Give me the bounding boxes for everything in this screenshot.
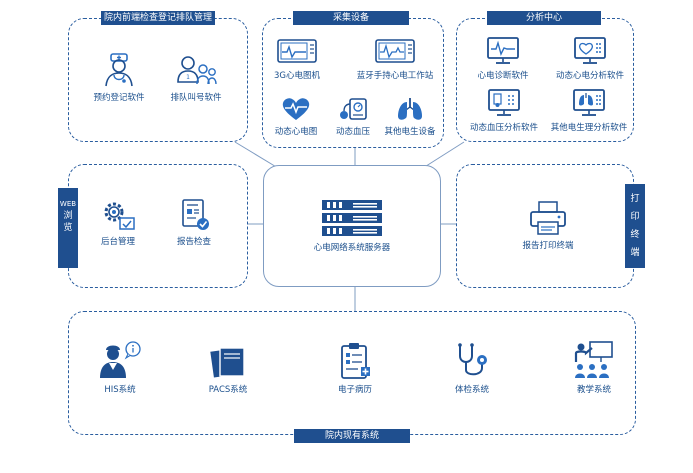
web-group — [68, 164, 248, 288]
analysis-item-abpm-analysis[interactable]: 动态血压分析软件 — [466, 88, 542, 133]
handheld-ecg-icon — [375, 39, 415, 63]
registration-title: 院内前端检查登记排队管理 — [101, 11, 215, 25]
acquisition-title: 采集设备 — [293, 11, 409, 25]
hospital-item-emr[interactable]: 电子病历 — [326, 342, 384, 395]
ecg-diagnosis-icon — [487, 37, 519, 64]
hospital-item-label: 电子病历 — [337, 385, 372, 395]
print-item-label: 报告打印终端 — [522, 241, 574, 251]
acquisition-item-other-devices[interactable]: 其他电生设备 — [378, 96, 442, 137]
analysis-item-label: 心电诊断软件 — [477, 71, 529, 81]
hospital-item-physical-exam[interactable]: 体检系统 — [444, 342, 500, 395]
analysis-item-label: 动态血压分析软件 — [469, 123, 538, 133]
films-icon — [210, 347, 245, 378]
hospital-item-label: PACS系统 — [208, 385, 248, 395]
hospital-item-label: 体检系统 — [454, 385, 489, 395]
server-label: 心电网络系统服务器 — [313, 243, 391, 253]
analysis-item-holter-analysis[interactable]: 动态心电分析软件 — [548, 36, 632, 81]
registration-item-queue[interactable]: 1 排队叫号软件 — [158, 52, 234, 103]
doctor-info-icon — [100, 341, 141, 378]
print-tag: 打 印 终 端 — [625, 184, 645, 268]
queue-people-icon: 1 — [177, 56, 217, 85]
analysis-item-ecg-diagnosis[interactable]: 心电诊断软件 — [468, 36, 538, 81]
registration-item-label: 预约登记软件 — [93, 93, 145, 103]
report-check-icon — [182, 199, 209, 230]
web-item-report-check[interactable]: 报告检查 — [166, 198, 222, 247]
hospital-item-his[interactable]: HIS系统 — [90, 340, 150, 395]
hospital-item-label: HIS系统 — [104, 385, 136, 395]
registration-item-label: 排队叫号软件 — [170, 93, 222, 103]
nurse-icon — [105, 53, 133, 87]
server-rack-icon — [322, 200, 382, 236]
analysis-item-label: 动态心电分析软件 — [555, 71, 624, 81]
registration-group — [68, 18, 248, 142]
hospital-item-pacs[interactable]: PACS系统 — [198, 344, 258, 395]
acquisition-item-label: 动态血压 — [335, 127, 370, 137]
teaching-icon — [574, 341, 613, 378]
web-item-label: 后台管理 — [100, 237, 135, 247]
svg-text:1: 1 — [186, 74, 190, 81]
lungs-icon — [398, 98, 422, 120]
acquisition-item-label: 其他电生设备 — [384, 127, 436, 137]
analysis-item-other-analysis[interactable]: 其他电生理分析软件 — [544, 88, 634, 133]
bp-analysis-icon — [488, 89, 520, 116]
acquisition-item-label: 动态心电图 — [274, 127, 318, 137]
hospital-item-label: 教学系统 — [576, 385, 611, 395]
heart-analysis-icon — [574, 37, 606, 64]
ecg-monitor-icon — [277, 39, 317, 63]
heart-pulse-icon — [282, 98, 310, 120]
medical-record-icon — [341, 343, 370, 379]
web-tag: WEB 浏 览 — [58, 188, 78, 268]
acquisition-item-bluetooth-ecg[interactable]: 蓝牙手持心电工作站 — [350, 38, 440, 81]
hospital-item-teaching[interactable]: 教学系统 — [564, 340, 624, 395]
printer-icon — [530, 201, 566, 235]
print-item-terminal[interactable]: 报告打印终端 — [510, 200, 586, 251]
analysis-item-label: 其他电生理分析软件 — [550, 123, 628, 133]
acquisition-item-abpm[interactable]: 动态血压 — [330, 96, 376, 137]
hospital-title: 院内现有系统 — [294, 429, 410, 443]
acquisition-item-label: 3G心电图机 — [274, 71, 320, 81]
web-item-label: 报告检查 — [176, 237, 211, 247]
blood-pressure-icon — [340, 98, 367, 120]
acquisition-item-3g-ecg[interactable]: 3G心电图机 — [268, 38, 326, 81]
acquisition-item-holter[interactable]: 动态心电图 — [270, 96, 322, 137]
stethoscope-icon — [458, 343, 487, 376]
registration-item-appointment[interactable]: 预约登记软件 — [84, 52, 154, 103]
acquisition-item-label: 蓝牙手持心电工作站 — [356, 71, 434, 81]
analysis-title: 分析中心 — [487, 11, 601, 25]
gears-icon — [104, 202, 135, 230]
lung-analysis-icon — [573, 89, 605, 116]
server-node[interactable]: 心电网络系统服务器 — [300, 198, 404, 253]
web-item-backend[interactable]: 后台管理 — [90, 198, 146, 247]
hospital-group — [68, 311, 636, 435]
